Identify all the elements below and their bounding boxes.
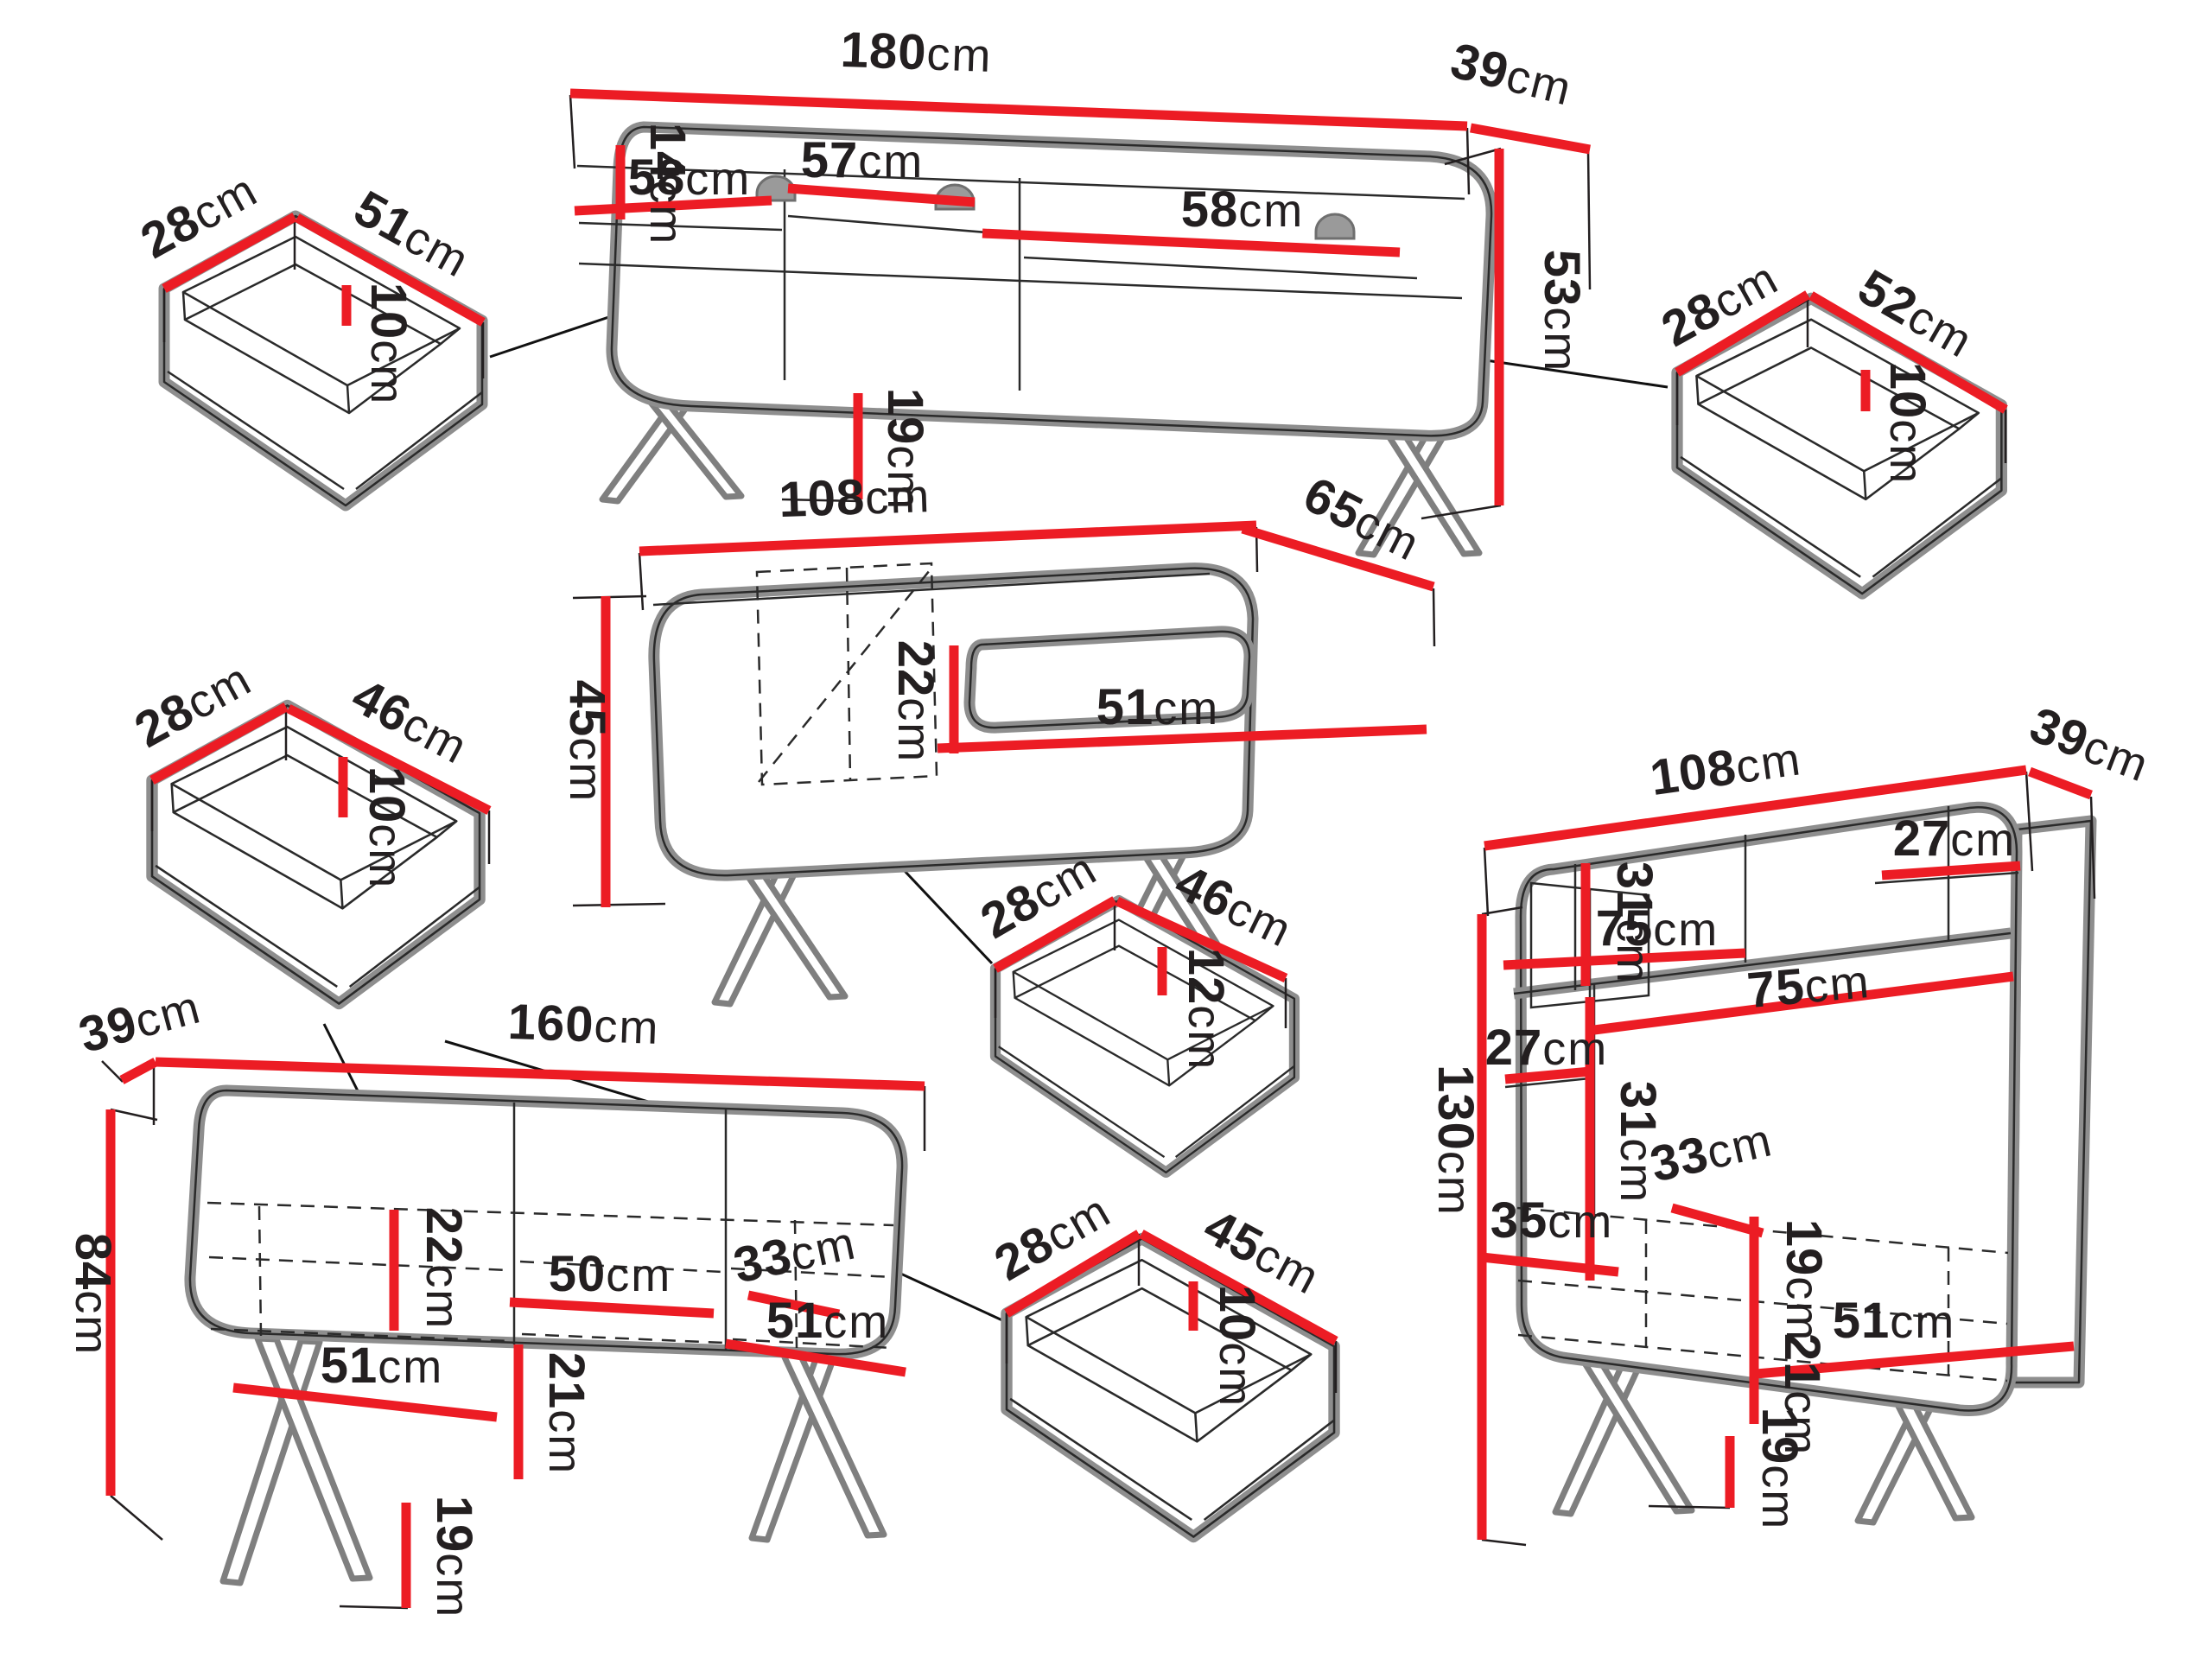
dim-tv-height: 53cm bbox=[1534, 250, 1590, 373]
dim-dc-height: 12cm bbox=[1178, 948, 1234, 1071]
drawer-bottom-ticks bbox=[1005, 1234, 1338, 1393]
dim-tv-shelf-left: 58cm bbox=[628, 149, 752, 206]
tv-stand: 180cm 39cm 53cm 14cm 58cm 57cm 58cm 19cm bbox=[569, 22, 1592, 558]
drawer-bottom-dimension-lines bbox=[1004, 1230, 1338, 1345]
dim-bc-niche-lower: 21cm bbox=[1774, 1333, 1830, 1457]
coffee-table-hidden-drawer bbox=[755, 562, 938, 786]
dim-sb-depth: 39cm bbox=[73, 977, 207, 1064]
bookcase-dimension-lines bbox=[1477, 765, 2093, 1540]
dim-sb-top-right: 33cm bbox=[728, 1213, 861, 1294]
dim-sb-mid-height: 21cm bbox=[538, 1352, 594, 1476]
dim-sb-inner: 22cm bbox=[416, 1207, 472, 1331]
drawer-mid-left: 28cm 46cm 10cm bbox=[125, 652, 492, 1004]
dim-tv-width: 180cm bbox=[840, 22, 994, 83]
sideboard-dimension-lines bbox=[105, 1057, 925, 1608]
dim-bc-lower-left: 35cm bbox=[1491, 1192, 1614, 1249]
handle-icon bbox=[1314, 213, 1356, 240]
dim-tv-shelf-mid: 57cm bbox=[801, 132, 925, 188]
dim-ct-height: 45cm bbox=[559, 680, 615, 804]
dim-bc-height: 130cm bbox=[1427, 1065, 1484, 1217]
dim-dml-height: 10cm bbox=[359, 766, 415, 890]
dim-ct-niche-height: 22cm bbox=[887, 640, 944, 764]
drawer-coffee-ticks bbox=[994, 900, 1287, 1028]
drawer-top-left: 28cm 51cm 10cm bbox=[131, 163, 486, 505]
sideboard: 39cm 160cm 84cm 22cm 50cm 33cm 51cm 51cm… bbox=[65, 977, 926, 1619]
tv-stand-dimension-lines bbox=[569, 88, 1591, 505]
dim-tv-depth: 39cm bbox=[1446, 32, 1579, 117]
dim-bc-top-section: 31cm bbox=[1606, 861, 1662, 985]
drawer-coffee-dimension-lines bbox=[993, 896, 1288, 995]
drawer-top-right: 28cm 52cm 10cm bbox=[1652, 251, 2008, 594]
sideboard-ticks bbox=[101, 1060, 926, 1610]
dim-bc-niche-width: 51cm bbox=[1833, 1293, 1956, 1349]
coffee-table-dimension-lines bbox=[601, 520, 1435, 907]
dim-sb-width: 160cm bbox=[507, 994, 661, 1055]
dim-ct-width: 108cm bbox=[778, 467, 931, 528]
dim-ct-niche-width: 51cm bbox=[1096, 679, 1220, 735]
coffee-table: 108cm 65cm 45cm 22cm 51cm bbox=[559, 466, 1436, 1007]
drawer-mid-left-ticks bbox=[150, 707, 491, 864]
drawer-top-right-dimension-lines bbox=[1675, 290, 2008, 414]
sideboard-interior bbox=[207, 1201, 894, 1350]
dim-sb-height: 84cm bbox=[65, 1233, 121, 1357]
dim-bc-shelf-upper: 75cm bbox=[1596, 900, 1719, 957]
drawer-mid-left-dimension-lines bbox=[149, 702, 492, 817]
bookcase-side bbox=[2005, 815, 2097, 1389]
dim-bc-leg: 19cm bbox=[1751, 1408, 1808, 1531]
dim-bc-left-shelf: 27cm bbox=[1485, 1020, 1609, 1076]
bookcase-ticks bbox=[1481, 771, 2096, 1547]
dim-bc-cubby: 27cm bbox=[1893, 810, 2017, 867]
drawer-bottom: 28cm 45cm 10cm bbox=[985, 1185, 1338, 1536]
drawer-coffee: 28cm 46cm 12cm bbox=[971, 842, 1300, 1173]
dim-sb-left-shelf: 51cm bbox=[321, 1338, 444, 1394]
dim-dtr-height: 10cm bbox=[1879, 362, 1936, 486]
dim-tv-leg: 19cm bbox=[877, 388, 933, 512]
dim-bc-shelf-mid: 75cm bbox=[1745, 952, 1872, 1019]
dim-tv-shelf-right: 58cm bbox=[1181, 181, 1305, 238]
dim-sb-leg: 19cm bbox=[426, 1496, 482, 1619]
dim-db-height: 10cm bbox=[1209, 1285, 1265, 1408]
dim-sb-mid-shelf: 50cm bbox=[549, 1246, 672, 1302]
dim-sb-right-shelf: 51cm bbox=[766, 1293, 890, 1349]
drawer-top-left-dimension-lines bbox=[162, 213, 486, 327]
dim-tv-top-gap: 14cm bbox=[639, 123, 696, 246]
dim-bc-width: 108cm bbox=[1647, 729, 1805, 806]
dim-bc-niche-upper: 19cm bbox=[1776, 1219, 1832, 1343]
drawer-top-right-ticks bbox=[1675, 296, 2007, 463]
tv-stand-ticks bbox=[569, 94, 1592, 520]
dim-bc-mid-section: 31cm bbox=[1610, 1081, 1666, 1205]
dim-dtl-height: 10cm bbox=[360, 283, 416, 406]
bookcase: 108cm 39cm 130cm 31cm 27cm 75cm 75cm 27c… bbox=[1427, 696, 2157, 1547]
drawer-top-left-ticks bbox=[162, 217, 485, 378]
